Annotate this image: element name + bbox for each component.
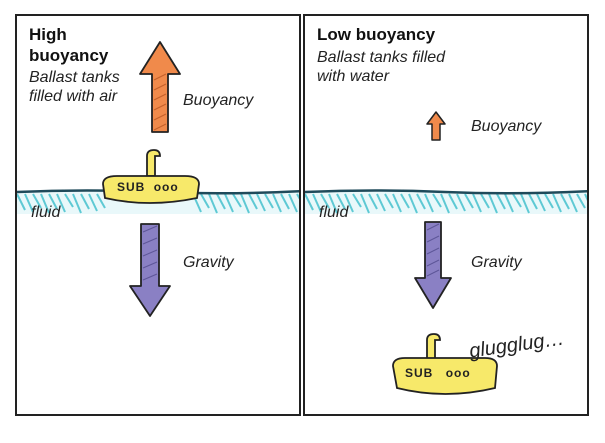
panel-title: Low buoyancy: [317, 25, 436, 44]
panel-title: High buoyancy: [29, 24, 129, 66]
sub-text: SUB: [405, 366, 434, 380]
high-buoyancy-drawing: [17, 41, 299, 317]
panel-high-buoyancy: High buoyancy Ballast tanks filled with …: [15, 14, 301, 416]
fluid-label: fluid: [319, 204, 349, 221]
gravity-label: Gravity: [471, 254, 522, 271]
buoyancy-arrow: [139, 41, 181, 133]
title-text: High buoyancy: [29, 25, 109, 65]
subtitle-line-2: with water: [317, 68, 390, 85]
gravity-label: Gravity: [183, 254, 234, 271]
fluid-label: fluid: [31, 204, 61, 221]
buoyancy-arrow: [426, 111, 446, 141]
gravity-arrow: [129, 223, 171, 317]
sub-name-label: SUB ooo: [117, 180, 179, 194]
buoyancy-label: Buoyancy: [471, 118, 542, 135]
low-buoyancy-drawing: [305, 111, 587, 395]
sub-portholes: ooo: [445, 366, 471, 380]
water-surface: [305, 189, 587, 214]
subtitle-line-1: Ballast tanks filled: [317, 49, 446, 66]
gravity-arrow: [414, 221, 452, 309]
subtitle-line-2: filled with air: [29, 88, 118, 105]
sub-name-label: SUB ooo: [405, 366, 471, 380]
sub-portholes: ooo: [153, 180, 179, 194]
buoyancy-label: Buoyancy: [183, 92, 254, 109]
submarine: [102, 149, 200, 204]
subtitle-line-1: Ballast tanks: [29, 69, 120, 86]
submarine: [392, 333, 498, 395]
panel-low-buoyancy: Low buoyancy Ballast tanks filled with w…: [303, 14, 589, 416]
sub-text: SUB: [117, 180, 146, 194]
